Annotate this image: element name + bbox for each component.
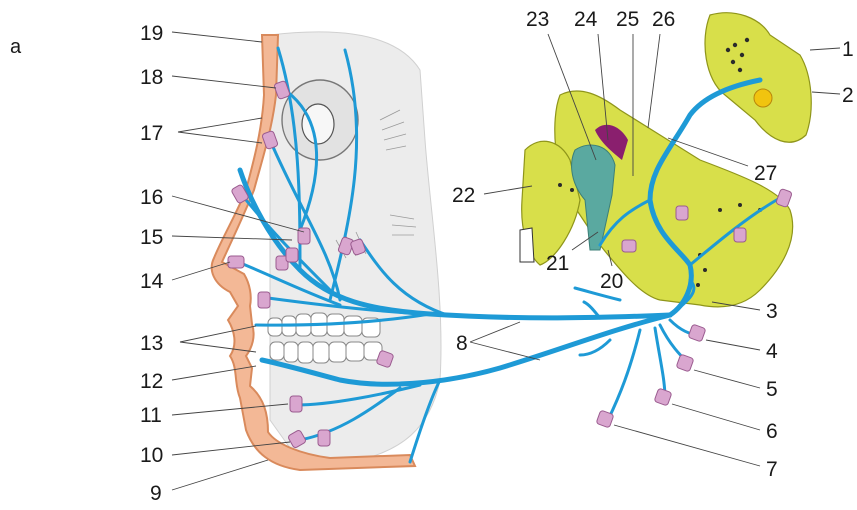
tympanic-fragment	[520, 228, 534, 262]
nerve-branch-7	[608, 330, 640, 420]
leader-6	[672, 404, 760, 430]
callout-7: 7	[766, 458, 778, 481]
marker-4	[688, 324, 706, 342]
callout-4: 4	[766, 340, 778, 363]
callout-17: 17	[140, 122, 163, 145]
marker-13	[258, 292, 270, 308]
leader-9	[172, 460, 268, 490]
marker-10b	[318, 430, 330, 446]
marker-11	[290, 396, 302, 412]
callout-20: 20	[600, 270, 623, 293]
callout-26: 26	[652, 8, 675, 31]
marker-27	[776, 188, 793, 207]
nerve-nucleus	[754, 89, 772, 107]
callout-1: 1	[842, 38, 854, 61]
marker-14c	[286, 248, 298, 262]
callout-19: 19	[140, 22, 163, 45]
leader-19	[172, 32, 262, 42]
callout-2: 2	[842, 84, 854, 107]
marker-ear-a	[734, 228, 746, 242]
eyeball	[302, 104, 334, 144]
marker-6	[654, 388, 672, 406]
leader-4	[706, 340, 760, 350]
leader-5	[694, 370, 760, 388]
callout-6: 6	[766, 420, 778, 443]
callout-18: 18	[140, 66, 163, 89]
leader-8a	[470, 322, 520, 342]
callout-25: 25	[616, 8, 639, 31]
callout-15: 15	[140, 226, 163, 249]
callout-24: 24	[574, 8, 598, 31]
leader-26	[648, 34, 660, 128]
callout-27: 27	[754, 162, 777, 185]
callout-13: 13	[140, 332, 163, 355]
callout-10: 10	[140, 444, 163, 467]
callout-21: 21	[546, 252, 569, 275]
leader-7	[614, 425, 760, 466]
leader-2	[812, 92, 840, 94]
callout-9: 9	[150, 482, 162, 505]
marker-14a	[228, 256, 244, 268]
panel-label: a	[10, 36, 22, 58]
callout-5: 5	[766, 378, 778, 401]
callout-8: 8	[456, 332, 468, 355]
leader-18	[172, 76, 276, 88]
leader-17a	[178, 118, 262, 132]
callout-14: 14	[140, 270, 164, 293]
callout-22: 22	[452, 184, 475, 207]
leader-17b	[178, 132, 262, 143]
brainstem-fragment	[705, 13, 811, 142]
callout-11: 11	[140, 404, 162, 427]
marker-ear-b	[676, 206, 688, 220]
marker-20	[622, 240, 636, 252]
callout-16: 16	[140, 186, 163, 209]
callout-23: 23	[526, 8, 549, 31]
marker-5	[676, 354, 694, 372]
leader-1	[810, 48, 840, 50]
leader-8b	[470, 342, 540, 360]
nerve-branch-6	[655, 328, 665, 398]
callout-3: 3	[766, 300, 778, 323]
callout-12: 12	[140, 370, 163, 393]
